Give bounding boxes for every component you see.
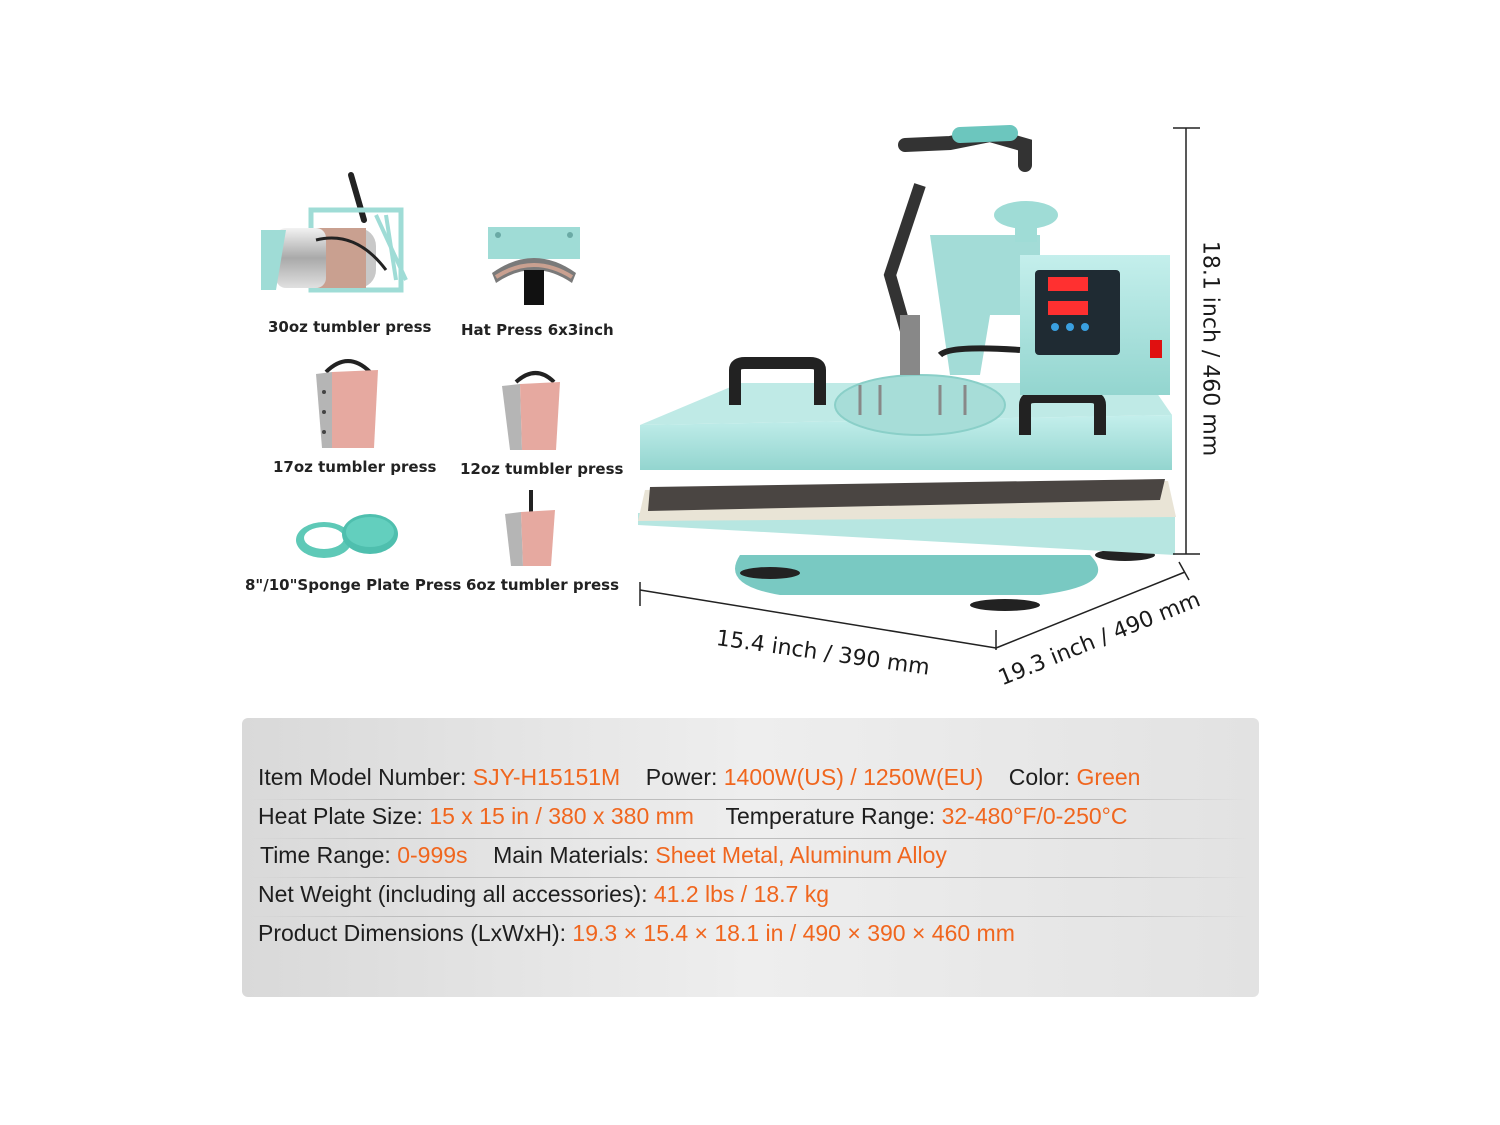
time-value: 0-999s [397,842,468,868]
17oz-tumbler-press-image [316,359,378,448]
6oz-tumbler-press-image [505,490,555,566]
dims-label: Product Dimensions (LxWxH): [258,920,567,946]
temp-label: Temperature Range: [725,803,936,829]
row-separator [250,838,1250,839]
dimension-lines [639,127,1200,650]
30oz-tumbler-press-image [261,172,408,293]
materials-label: Main Materials: [493,842,650,868]
time-label: Time Range: [260,842,391,868]
accessory-label: 17oz tumbler press [273,458,437,476]
temp-value: 32-480°F/0-250°C [941,803,1128,829]
accessory-label: 12oz tumbler press [460,460,624,478]
12oz-tumbler-press-image [502,371,560,450]
color-label: Color: [1008,764,1071,790]
height-dimension-label: 18.1 inch / 460 mm [1197,240,1223,457]
weight-value: 41.2 lbs / 18.7 kg [653,881,830,907]
spec-row-time: Time Range: 0-999s Main Materials: Sheet… [260,842,947,869]
weight-label: Net Weight (including all accessories): [258,881,648,907]
plate-label: Heat Plate Size: [258,803,423,829]
model-label: Item Model Number: [258,764,467,790]
hat-press-image [488,227,580,305]
accessory-label: 30oz tumbler press [268,318,432,336]
row-separator [250,799,1250,800]
color-value: Green [1076,764,1141,790]
accessory-label: Hat Press 6x3inch [461,321,614,339]
plate-value: 15 x 15 in / 380 x 380 mm [429,803,694,829]
dims-value: 19.3 × 15.4 × 18.1 in / 490 × 390 × 460 … [572,920,1015,946]
spec-row-weight: Net Weight (including all accessories): … [258,881,829,908]
spec-row-model: Item Model Number: SJY-H15151M Power: 14… [258,764,1140,791]
spec-panel: Item Model Number: SJY-H15151M Power: 14… [242,718,1259,997]
model-value: SJY-H15151M [472,764,621,790]
spec-row-plate: Heat Plate Size: 15 x 15 in / 380 x 380 … [258,803,1127,830]
sponge-plate-press-image [296,514,398,558]
row-separator [250,877,1250,878]
spec-row-dimensions: Product Dimensions (LxWxH): 19.3 × 15.4 … [258,920,1015,947]
accessory-label: 8"/10"Sponge Plate Press [245,576,462,594]
heat-press-machine-image [638,125,1176,611]
power-value: 1400W(US) / 1250W(EU) [723,764,984,790]
materials-value: Sheet Metal, Aluminum Alloy [655,842,947,868]
accessory-label: 6oz tumbler press [466,576,620,594]
power-label: Power: [645,764,718,790]
row-separator [250,916,1250,917]
